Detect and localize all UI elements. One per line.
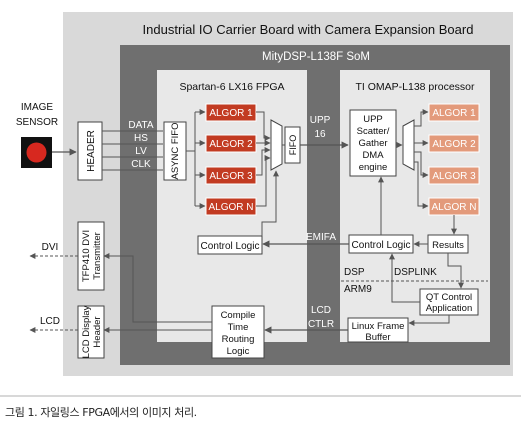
signal-label-lv: LV	[135, 146, 147, 157]
dsp-algor-2-label: ALGOR 2	[432, 139, 476, 150]
dsp-algor-2-block	[428, 134, 480, 153]
fpga-algor-n-label: ALGOR N	[208, 202, 253, 213]
lcd-display-header-line1: LCD Display	[81, 305, 92, 358]
lcd-ctlr-label-line2: CTLR	[308, 319, 334, 330]
header-label: HEADER	[86, 130, 97, 172]
ctrl-line1: Compile	[221, 310, 256, 321]
dvi-transmitter-line2: Transmitter	[92, 232, 103, 280]
dvi-output-label: DVI	[42, 242, 59, 253]
fpga-control-logic-label: Control Logic	[201, 241, 260, 252]
dsp-algor-3-block	[428, 166, 480, 185]
header-block	[77, 121, 103, 181]
fpga-title: Spartan-6 LX16 FPGA	[179, 81, 284, 93]
image-sensor-label-line1: IMAGE	[21, 102, 54, 113]
arrow-fpga-control-to-mux	[261, 170, 279, 236]
upp-dma-line1: UPP	[363, 114, 383, 125]
arrow-qt-to-frame-buffer	[408, 315, 450, 326]
line-demux-to-dsp-algor-3	[414, 151, 429, 178]
processor-control-logic-label: Control Logic	[352, 240, 411, 251]
qt-control-line2: Application	[426, 303, 472, 314]
upp-dma-line4: DMA	[362, 150, 384, 161]
upp-dma-engine-block	[349, 109, 397, 177]
fpga-fifo-label: FIFO	[288, 135, 298, 156]
signal-label-hs: HS	[134, 133, 148, 144]
dsp-algor-n-label: ALGOR N	[431, 202, 476, 213]
qt-control-line1: QT Control	[426, 292, 472, 303]
dsp-algor-1-block	[428, 103, 480, 122]
som-title: MityDSP-L138F SoM	[262, 51, 370, 63]
upp-dma-line2: Scatter/	[357, 126, 390, 137]
line-fpga-algor-n-to-mux	[256, 155, 271, 207]
ctrl-line2: Time	[228, 322, 249, 333]
linux-frame-buffer-line1: Linux Frame	[352, 321, 405, 332]
lcd-display-header-line2: Header	[92, 316, 103, 347]
upp-bus-label: UPP	[310, 115, 331, 126]
dsp-algor-3-label: ALGOR 3	[432, 171, 476, 182]
compile-time-routing-logic-block	[211, 305, 265, 359]
image-sensor-lens-icon	[26, 142, 47, 163]
processor-title: TI OMAP-L138 processor	[355, 81, 475, 93]
dvi-transmitter-line1: TFP410 DVI	[81, 230, 92, 282]
arrow-qt-to-control-logic	[389, 253, 420, 303]
linux-frame-buffer-line2: Buffer	[365, 332, 390, 343]
lcd-ctlr-label-line1: LCD	[311, 305, 331, 316]
ctrl-line4: Logic	[227, 346, 250, 357]
line-fpga-algor-3-to-mux	[256, 147, 271, 176]
emifa-bus-label: EMIFA	[306, 232, 336, 243]
fpga-algor-1-label: ALGOR 1	[209, 108, 253, 119]
dsp-core-label: DSP	[344, 267, 365, 278]
line-fpga-algor-1-to-mux	[256, 111, 271, 141]
fpga-algor-2-label: ALGOR 2	[209, 139, 253, 150]
line-demux-to-dsp-algor-1	[414, 109, 429, 127]
qt-control-application-block	[419, 288, 479, 316]
processor-demux-icon	[402, 119, 415, 171]
lcd-output-label: LCD	[40, 316, 60, 327]
fpga-algor-3-label: ALGOR 3	[209, 171, 253, 182]
carrier-board-title: Industrial IO Carrier Board with Camera …	[143, 22, 474, 37]
arm9-core-label: ARM9	[344, 284, 372, 295]
lcd-display-header-block	[77, 305, 105, 359]
dsp-algor-1-label: ALGOR 1	[432, 108, 476, 119]
signal-label-data: DATA	[128, 120, 154, 131]
async-fifo-label: ASYNC FIFO	[170, 122, 181, 179]
image-sensor-label-line2: SENSOR	[16, 117, 58, 128]
ctrl-line3: Routing	[222, 334, 255, 345]
arrow-routing-to-dvi-transmitter	[103, 253, 212, 323]
arrow-results-to-qt	[447, 253, 464, 289]
results-label: Results	[432, 240, 464, 251]
upp-dma-line5: engine	[359, 162, 388, 173]
upp-dma-line3: Gather	[358, 138, 387, 149]
fpga-mux-icon	[270, 119, 283, 171]
line-demux-to-dsp-algor-n	[414, 161, 429, 209]
dsplink-label: DSPLINK	[394, 267, 437, 278]
fpga-control-logic-block	[197, 235, 263, 255]
upp-bus-width-label: 16	[314, 129, 326, 140]
figure-caption: 그림 1. 자일링스 FPGA에서의 이미지 처리.	[5, 406, 197, 419]
signal-label-clk: CLK	[131, 159, 151, 170]
